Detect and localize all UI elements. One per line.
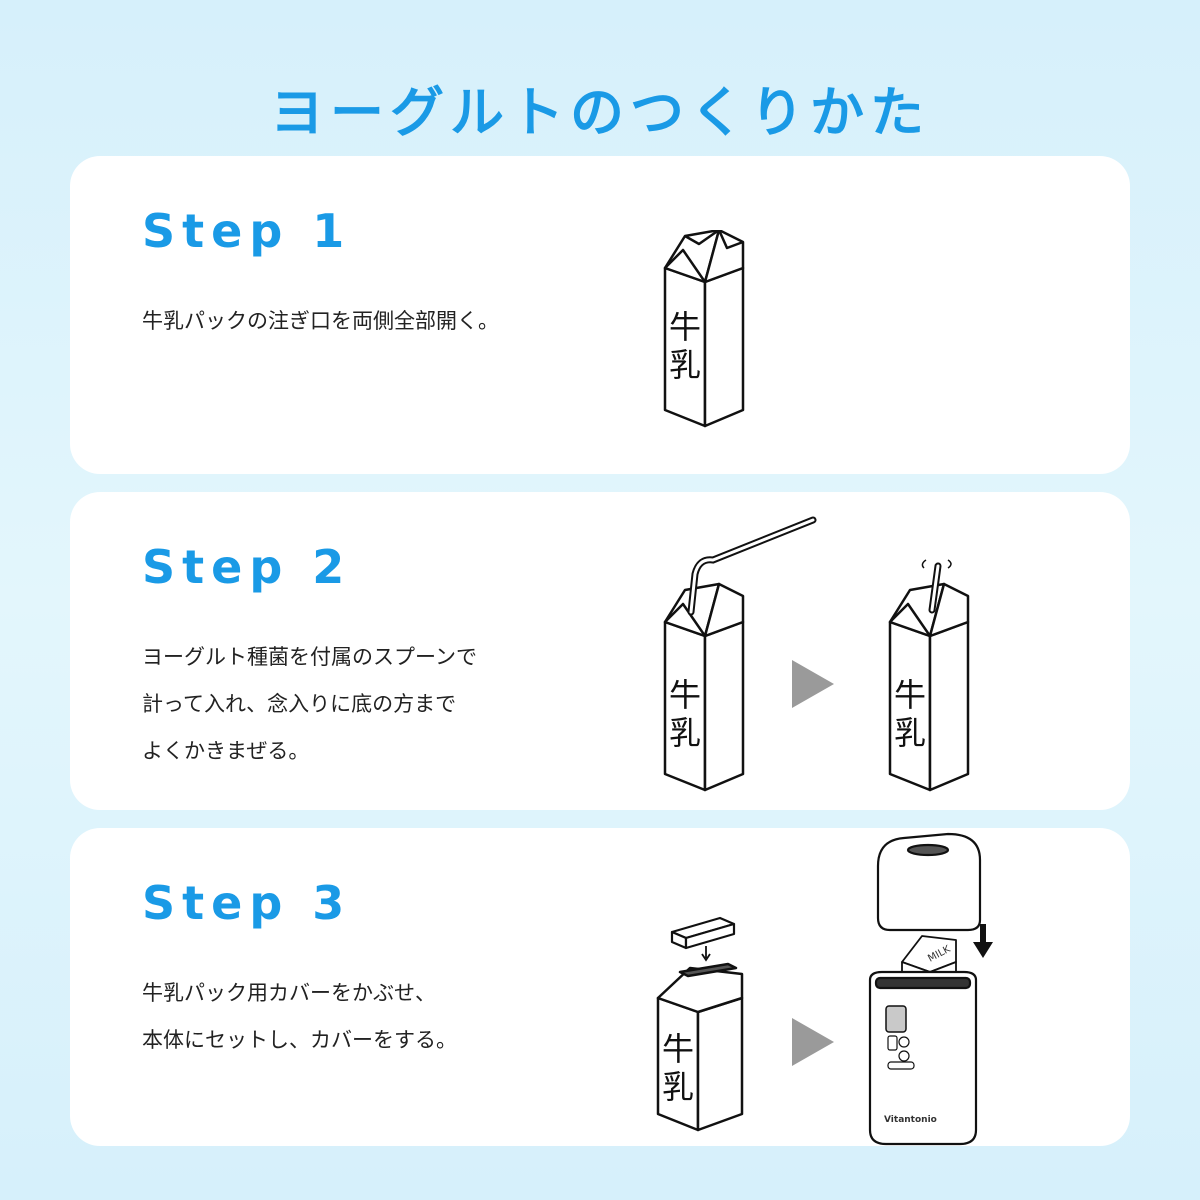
carton-label-bottom: 乳 bbox=[662, 1068, 694, 1106]
carton-label-bottom: 乳 bbox=[894, 714, 926, 752]
step-2-line-1: ヨーグルト種菌を付属のスプーンで bbox=[142, 645, 477, 669]
step-3-card: Step 3 牛乳パック用カバーをかぶせ、 本体にセットし、カバーをする。 牛 … bbox=[70, 828, 1130, 1146]
carton-cover-icon bbox=[670, 916, 736, 950]
milk-carton-icon: 牛 乳 bbox=[663, 516, 817, 792]
step-3-description: 牛乳パック用カバーをかぶせ、 本体にセットし、カバーをする。 bbox=[142, 970, 582, 1064]
page-title: ヨーグルトのつくりかた bbox=[270, 81, 930, 144]
step-2-heading: Step 2 bbox=[142, 540, 352, 594]
device-brand-label: Vitantonio bbox=[884, 1115, 937, 1125]
spoon-icon bbox=[687, 516, 817, 616]
step-3-heading: Step 3 bbox=[142, 876, 352, 930]
play-arrow-icon bbox=[792, 660, 834, 708]
step-2-description: ヨーグルト種菌を付属のスプーンで 計って入れ、念入りに底の方まで よくかきまぜる… bbox=[142, 634, 582, 775]
step-1-card: Step 1 牛乳パックの注ぎ口を両側全部開く。 牛 乳 bbox=[70, 156, 1130, 474]
milk-carton-icon: 牛 乳 bbox=[888, 559, 970, 792]
milk-carton-icon: 牛 乳 bbox=[663, 230, 745, 428]
down-arrow-icon bbox=[701, 946, 711, 962]
step-1-heading: Step 1 bbox=[142, 204, 352, 258]
carton-label-bottom: 乳 bbox=[669, 714, 701, 752]
yogurt-maker-icon: MILK Vitantonio bbox=[868, 832, 993, 1146]
carton-label-bottom: 乳 bbox=[669, 346, 701, 384]
step-2-line-3: よくかきまぜる。 bbox=[142, 739, 310, 763]
step-2-line-2: 計って入れ、念入りに底の方まで bbox=[142, 692, 457, 716]
carton-label-top: 牛 bbox=[669, 676, 701, 714]
step-3-line-1: 牛乳パック用カバーをかぶせ、 bbox=[142, 981, 436, 1005]
play-arrow-icon bbox=[792, 1018, 834, 1066]
step-1-line-1: 牛乳パックの注ぎ口を両側全部開く。 bbox=[142, 309, 499, 333]
step-1-description: 牛乳パックの注ぎ口を両側全部開く。 bbox=[142, 298, 582, 345]
step-3-line-2: 本体にセットし、カバーをする。 bbox=[142, 1028, 457, 1052]
carton-label-top: 牛 bbox=[894, 676, 926, 714]
carton-label-top: 牛 bbox=[662, 1030, 694, 1068]
milk-carton-icon: 牛 乳 bbox=[656, 916, 744, 1132]
spoon-icon bbox=[921, 559, 952, 614]
step-2-card: Step 2 ヨーグルト種菌を付属のスプーンで 計って入れ、念入りに底の方まで … bbox=[70, 492, 1130, 810]
carton-label-top: 牛 bbox=[669, 308, 701, 346]
down-arrow-icon bbox=[973, 924, 993, 958]
